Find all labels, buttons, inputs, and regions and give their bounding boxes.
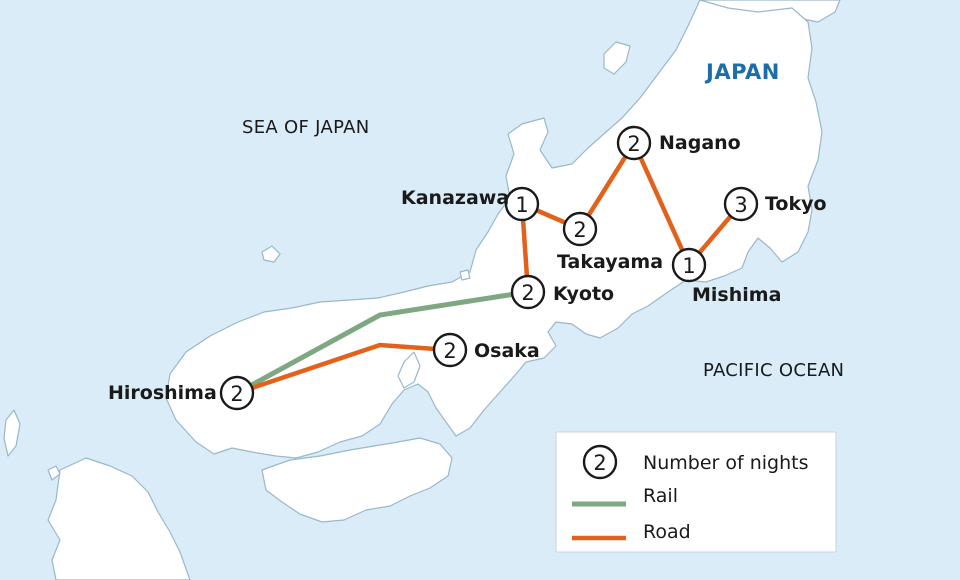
city-marker-osaka[interactable]: 2: [432, 332, 468, 368]
landmass-kyushu: [47, 457, 191, 580]
city-marker-kanazawa[interactable]: 1: [504, 186, 540, 222]
route-rail-kyoto-hiroshima: [234, 289, 531, 396]
city-label-takayama: Takayama: [557, 251, 663, 273]
city-marker-takayama[interactable]: 2: [562, 211, 598, 247]
nights-count: 2: [443, 339, 456, 363]
legend-marker-icon: 2: [582, 444, 618, 480]
city-marker-nagano[interactable]: 2: [616, 125, 652, 161]
landmass-tsushima: [3, 409, 21, 457]
landmass-oki: [261, 245, 281, 263]
legend-marker-number: 2: [593, 451, 606, 475]
city-markers: 3 Tokyo 2 Nagano 1 Kanazawa 2 Takayama 1…: [108, 125, 827, 411]
city-label-hiroshima: Hiroshima: [108, 382, 217, 404]
route-road-hiroshima-osaka: [234, 342, 453, 396]
city-marker-hiroshima[interactable]: 2: [219, 375, 255, 411]
city-label-osaka: Osaka: [474, 340, 540, 362]
nights-count: 2: [573, 218, 586, 242]
route-road-nagano-mishima: [631, 140, 692, 268]
city-marker-tokyo[interactable]: 3: [723, 186, 759, 222]
city-label-kyoto: Kyoto: [553, 283, 614, 305]
legend-rail-label: Rail: [643, 485, 678, 507]
nights-count: 1: [682, 254, 695, 278]
city-label-kanazawa: Kanazawa: [401, 187, 509, 209]
city-label-mishima: Mishima: [692, 284, 781, 306]
landmass-islet: [47, 465, 61, 481]
nights-count: 2: [521, 281, 534, 305]
nights-count: 2: [627, 132, 640, 156]
legend-road-label: Road: [643, 521, 691, 543]
city-marker-mishima[interactable]: 1: [671, 247, 707, 283]
legend: 2 Number of nights Rail Road: [555, 431, 837, 553]
legend-nights-label: Number of nights: [643, 452, 809, 474]
city-label-nagano: Nagano: [659, 132, 741, 154]
nights-count: 3: [734, 193, 747, 217]
landmass-islet: [459, 269, 471, 281]
city-marker-kyoto[interactable]: 2: [510, 274, 546, 310]
city-label-tokyo: Tokyo: [765, 193, 827, 215]
country-label: JAPAN: [704, 60, 780, 84]
landmass-awaji: [397, 351, 421, 389]
landmass-shikoku: [261, 437, 453, 523]
sea-of-japan-label: SEA OF JAPAN: [242, 117, 369, 138]
landmass-sado: [603, 41, 631, 75]
nights-count: 1: [515, 193, 528, 217]
nights-count: 2: [230, 382, 243, 406]
pacific-ocean-label: PACIFIC OCEAN: [703, 360, 844, 381]
